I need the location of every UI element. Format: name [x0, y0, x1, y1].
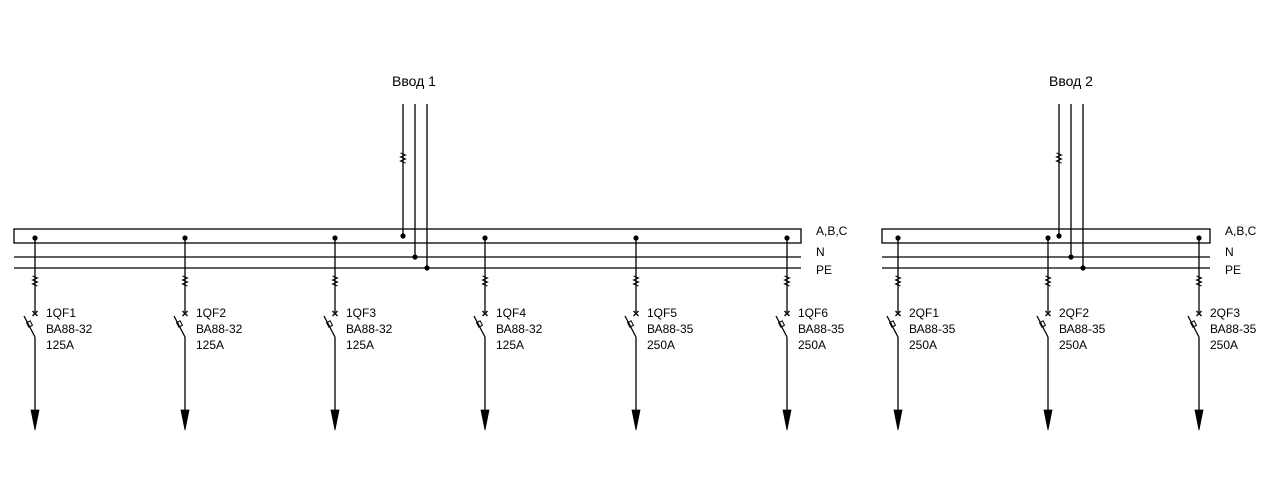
bus-label-pe: PE	[816, 263, 832, 277]
breaker-rating: 250А	[1210, 338, 1238, 352]
breaker-rating: 125А	[196, 338, 224, 352]
breaker-id: 2QF3	[1210, 306, 1240, 320]
input-title: Ввод 1	[392, 73, 436, 89]
breaker-trip-box	[1038, 320, 1047, 328]
feeder-hatch-mark	[1044, 275, 1052, 287]
breaker-id: 1QF4	[496, 306, 526, 320]
bus-label-n: N	[1225, 245, 1234, 259]
feeder-hatch-mark	[481, 275, 489, 287]
breaker-id: 1QF1	[46, 306, 76, 320]
bus-label-n: N	[816, 245, 825, 259]
breaker-trip-box	[325, 320, 334, 328]
breaker-id: 1QF3	[346, 306, 376, 320]
feeder-hatch-mark	[783, 275, 791, 287]
breaker-cross	[895, 310, 901, 317]
input-junction-phase	[400, 233, 406, 239]
feeder-arrow	[30, 409, 40, 431]
wiring-layer	[13, 104, 1211, 431]
breaker-trip-box	[175, 320, 184, 328]
breaker-id: 1QF6	[798, 306, 828, 320]
breaker-cross	[32, 310, 38, 317]
feeder-arrow	[180, 409, 190, 431]
breaker-rating: 250А	[798, 338, 826, 352]
feeder-hatch-mark	[632, 275, 640, 287]
busbar-abc	[13, 228, 802, 244]
feeder-hatch-mark	[31, 275, 39, 287]
breaker-model: ВА88-35	[647, 322, 694, 336]
input-title: Ввод 2	[1049, 73, 1093, 89]
breaker-rating: 250А	[909, 338, 937, 352]
feeder-arrow	[782, 409, 792, 431]
input-junction-pe	[1080, 265, 1086, 271]
input-junction-n	[1068, 254, 1074, 260]
breaker-cross	[332, 310, 338, 317]
feeder-hatch-mark	[1195, 275, 1203, 287]
breaker-cross	[1196, 310, 1202, 317]
breaker-model: ВА88-35	[1059, 322, 1106, 336]
feeder-arrow	[893, 409, 903, 431]
breaker-rating: 125А	[346, 338, 374, 352]
breaker-model: ВА88-35	[909, 322, 956, 336]
breaker-cross	[1045, 310, 1051, 317]
breaker-rating: 250А	[1059, 338, 1087, 352]
bus-label-abc: A,B,C	[1225, 224, 1257, 238]
breaker-id: 2QF2	[1059, 306, 1089, 320]
breaker-model: ВА88-35	[798, 322, 845, 336]
breaker-trip-box	[777, 320, 786, 328]
input-junction-pe	[424, 265, 430, 271]
input-hatch-mark	[399, 152, 407, 164]
feeder-arrow	[330, 409, 340, 431]
breaker-model: ВА88-32	[496, 322, 543, 336]
breaker-trip-box	[1189, 320, 1198, 328]
breaker-id: 2QF1	[909, 306, 939, 320]
feeder-arrow	[1194, 409, 1204, 431]
bus-label-pe: PE	[1225, 263, 1241, 277]
breaker-trip-box	[475, 320, 484, 328]
breaker-trip-box	[626, 320, 635, 328]
busbar-abc	[881, 228, 1211, 244]
feeder-arrow	[480, 409, 490, 431]
feeder-hatch-mark	[181, 275, 189, 287]
breaker-model: ВА88-32	[196, 322, 243, 336]
feeder-hatch-mark	[894, 275, 902, 287]
breaker-cross	[182, 310, 188, 317]
breaker-model: ВА88-32	[46, 322, 93, 336]
input-hatch-mark	[1055, 152, 1063, 164]
bus-label-abc: A,B,C	[816, 224, 848, 238]
feeder-arrow	[1043, 409, 1053, 431]
breaker-cross	[482, 310, 488, 317]
breaker-id: 1QF5	[647, 306, 677, 320]
breaker-rating: 125А	[46, 338, 74, 352]
breaker-cross	[633, 310, 639, 317]
breaker-rating: 125А	[496, 338, 524, 352]
breaker-trip-box	[25, 320, 34, 328]
feeder-hatch-mark	[331, 275, 339, 287]
breaker-cross	[784, 310, 790, 317]
breaker-model: ВА88-35	[1210, 322, 1257, 336]
breaker-trip-box	[888, 320, 897, 328]
breaker-rating: 250А	[647, 338, 675, 352]
breaker-id: 1QF2	[196, 306, 226, 320]
feeder-arrow	[631, 409, 641, 431]
breaker-model: ВА88-32	[346, 322, 393, 336]
input-junction-n	[412, 254, 418, 260]
input-junction-phase	[1056, 233, 1062, 239]
